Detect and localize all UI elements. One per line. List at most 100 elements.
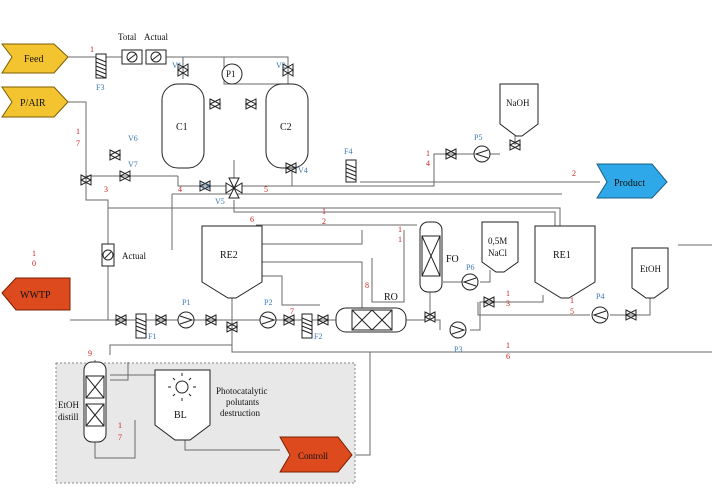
stream-5: 5 [264,185,268,194]
filter-f3 [95,53,107,79]
stream-14a: 1 [426,149,430,158]
column-c1 [161,83,205,169]
stream-17d: 7 [118,433,122,442]
tag-p3: P3 [454,345,462,354]
flow-meter-total [121,49,143,65]
tag-p1: P1 [182,298,190,307]
reactor-re1 [534,225,596,299]
pump-p1-icon [177,311,195,329]
tag-f3: F3 [96,83,104,92]
photo-line2: polutants [226,397,259,407]
stream-1: 1 [90,45,94,54]
fo-label: FO [446,254,459,265]
pressure-gauge-p1 [221,63,243,85]
distill-line2: distill [58,412,79,422]
stream-17a: 1 [76,127,80,136]
pressure-gauge-p1-label: P1 [226,69,236,79]
reactor-re2 [201,225,263,299]
pump-p6-icon [461,273,479,291]
stream-13b: 3 [506,299,510,308]
etoh-tank [631,247,669,299]
tag-f1: F1 [148,332,156,341]
flow-meter-actual-top [145,49,167,65]
pair-arrow [1,86,69,118]
stream-17c: 1 [118,421,122,430]
column-c1-label: C1 [176,122,188,133]
stream-8: 8 [365,281,369,290]
naoh-label: NaOH [506,98,530,108]
stream-10b: 0 [32,259,36,268]
stream-12a: 1 [322,207,326,216]
total-label: Total [118,32,137,42]
stream-12b: 2 [322,217,326,226]
stream-2: 2 [572,169,576,178]
distill-column [83,361,107,443]
tag-v5: V5 [215,197,225,206]
reactor-re1-label: RE1 [553,250,571,261]
tag-f4: F4 [344,147,352,156]
stream-9: 9 [88,349,92,358]
tag-v4: V4 [298,166,308,175]
pump-p3-icon [449,321,467,339]
product-label: Product [614,178,645,189]
naoh-tank [499,83,539,137]
wwtp-label: WWTP [20,290,51,301]
nacl-line1: 0,5M [488,236,507,246]
stream-numbers: 1 2 3 4 5 6 7 8 9 1 0 1 1 1 2 1 3 1 4 1 … [32,45,576,442]
pump-p4-icon [591,306,609,324]
stream-10a: 1 [32,249,36,258]
bl-photoreactor [154,369,211,441]
stream-11b: 1 [398,235,402,244]
stream-6: 6 [250,215,254,224]
etoh-tank-label: EtOH [640,264,661,274]
feed-label: Feed [24,54,43,65]
stream-16a: 1 [506,341,510,350]
stream-16b: 6 [506,352,510,361]
stream-13a: 1 [506,289,510,298]
filter-f1 [135,313,147,339]
stream-15a: 1 [570,296,574,305]
lamp-icon [168,373,196,401]
tag-p5: P5 [474,133,482,142]
nacl-tank [481,221,519,273]
flow-meter-actual-side [101,243,115,267]
valve-icons [79,63,638,333]
distill-line1: EtOH [58,400,79,410]
actual-side-label: Actual [122,251,146,261]
stream-4: 4 [178,185,182,194]
stream-14b: 4 [426,159,430,168]
controll-arrow [279,436,353,473]
stream-3: 3 [104,185,108,194]
photo-line1: Photocatalytic [216,386,268,396]
reactor-re2-label: RE2 [220,250,238,261]
three-way-valve-v5 [225,177,243,199]
bl-label: BL [174,410,187,421]
ro-label: RO [384,292,398,303]
tag-p6: P6 [466,263,474,272]
photo-line3: destruction [220,408,260,418]
stream-17b: 7 [76,139,80,148]
stream-7: 7 [290,307,294,316]
nacl-line2: NaCl [488,248,507,258]
tag-f2: F2 [314,332,322,341]
tag-v6: V6 [128,134,138,143]
actual-top-label: Actual [144,32,168,42]
tag-p4: P4 [596,292,604,301]
stream-15b: 5 [570,307,574,316]
column-c2-label: C2 [280,122,292,133]
filter-f4 [345,159,357,183]
tag-v2: V2 [276,61,286,70]
tag-v1: V1 [172,61,182,70]
filter-f2 [301,313,313,339]
tag-v7: V7 [128,160,138,169]
controll-label: Controll [298,451,329,461]
pair-label: P/AIR [20,98,46,109]
stream-11a: 1 [398,225,402,234]
feed-arrow [0,43,69,74]
product-arrow [596,163,668,199]
wwtp-arrow [1,277,71,311]
tag-v3: V3 [200,182,210,191]
pump-p2-icon [259,311,277,329]
pump-p5-icon [473,145,491,163]
